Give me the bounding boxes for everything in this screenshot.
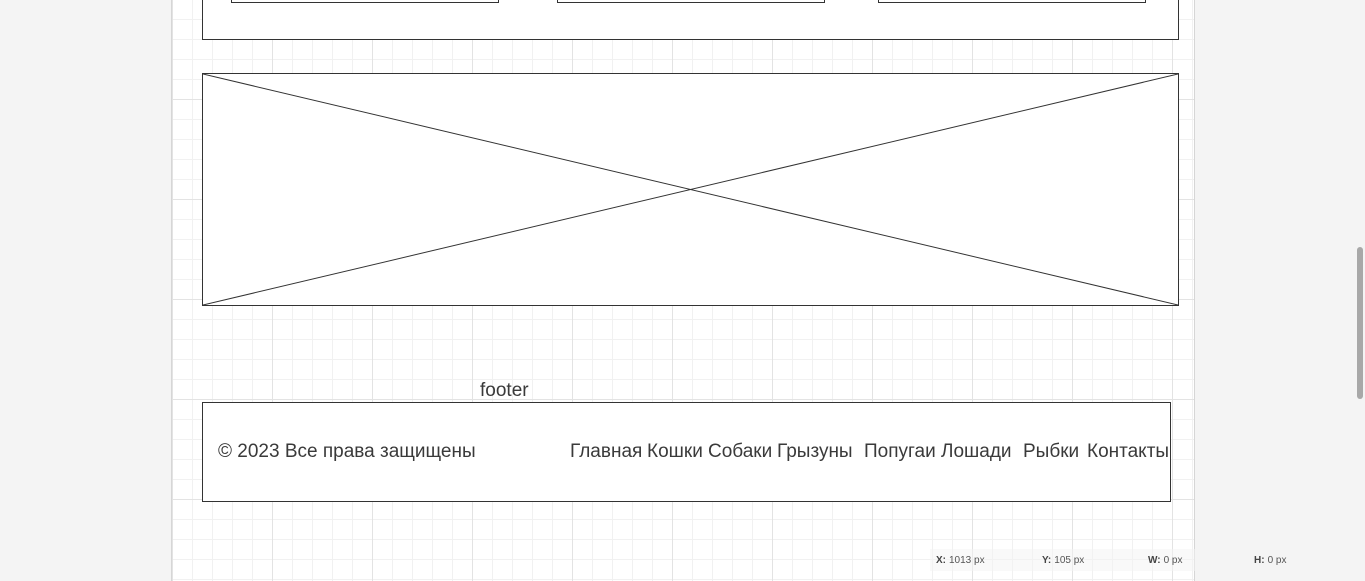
footer-frame[interactable]: © 2023 Все права защищены Главная Кошки … [202,402,1171,502]
card-frame-1[interactable] [231,0,499,3]
vertical-scrollbar[interactable] [1355,0,1365,581]
footer-nav-fish[interactable]: Рыбки [1023,441,1080,462]
status-w-label: W: [1148,555,1161,566]
status-y: Y:105 px [1042,555,1084,566]
footer-nav-parrots[interactable]: Попугаи [864,441,936,462]
status-x: X:1013 px [936,555,985,566]
image-placeholder[interactable] [202,73,1179,306]
status-x-label: X: [936,555,946,566]
coordinates-status-bar: X:1013 px Y:105 px W:0 px H:0 px [930,549,1356,571]
status-w: W:0 px [1148,555,1183,566]
footer-nav-rodents[interactable]: Грызуны [777,441,853,462]
placeholder-cross-icon [203,74,1178,305]
status-y-label: Y: [1042,555,1052,566]
card-frame-2[interactable] [557,0,825,3]
card-frame-3[interactable] [878,0,1146,3]
top-card-container[interactable] [202,0,1179,40]
status-h-value: 0 px [1267,555,1287,566]
footer-nav-dogs[interactable]: Собаки [708,441,773,462]
footer-nav-horses[interactable]: Лошади [941,441,1012,462]
status-h: H:0 px [1254,555,1286,566]
footer-nav-contacts[interactable]: Контакты [1087,441,1170,462]
status-y-value: 105 px [1054,555,1085,566]
status-x-value: 1013 px [949,555,985,566]
scrollbar-thumb[interactable] [1357,247,1363,399]
status-w-value: 0 px [1163,555,1183,566]
footer-nav-cats[interactable]: Кошки [647,441,703,462]
footer-nav-home[interactable]: Главная [570,441,643,462]
status-h-label: H: [1254,555,1265,566]
footer-section-label: footer [480,380,529,401]
copyright-text: © 2023 Все права защищены [218,441,476,462]
